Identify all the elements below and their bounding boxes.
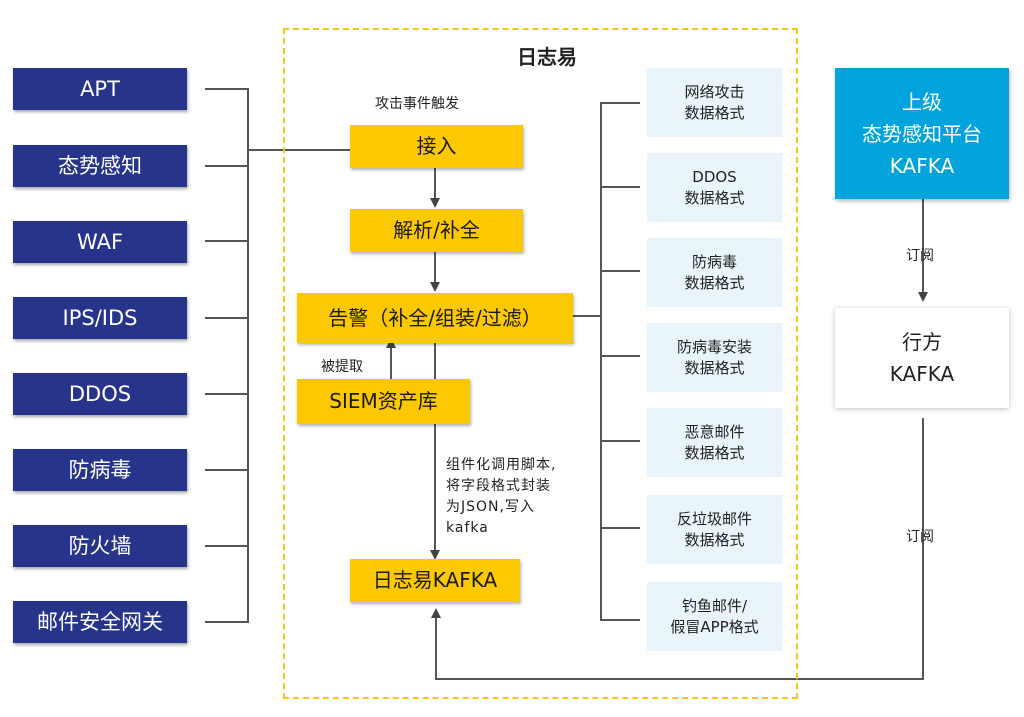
format-ddos: DDOS 数据格式 <box>647 153 782 222</box>
source-ddos: DDOS <box>13 373 187 415</box>
upper-platform-kafka-box: 上级 态势感知平台 KAFKA <box>835 68 1009 199</box>
source-mail-gateway: 邮件安全网关 <box>13 601 187 643</box>
format-phishing-mail: 钓鱼邮件/ 假冒APP格式 <box>647 582 782 651</box>
industry-kafka-box: 行方 KAFKA <box>835 308 1009 408</box>
ingest-box: 接入 <box>350 125 523 168</box>
format-malicious-mail: 恶意邮件 数据格式 <box>647 408 782 477</box>
format-antivirus: 防病毒 数据格式 <box>647 238 782 307</box>
source-situation-awareness: 态势感知 <box>13 145 187 187</box>
subscribe-label-1: 订阅 <box>906 248 934 264</box>
parse-box: 解析/补全 <box>350 209 523 252</box>
source-waf: WAF <box>13 221 187 263</box>
source-firewall: 防火墙 <box>13 525 187 567</box>
industry-to-output-line <box>431 418 924 680</box>
extract-label: 被提取 <box>321 359 363 375</box>
source-ips-ids: IPS/IDS <box>13 297 187 339</box>
trigger-label: 攻击事件触发 <box>375 96 459 112</box>
source-bracket <box>205 88 249 623</box>
script-note: 组件化调用脚本, 将字段格式封装 为JSON,写入 kafka <box>446 457 557 536</box>
source-antivirus: 防病毒 <box>13 449 187 491</box>
subscribe-label-2: 订阅 <box>906 529 934 545</box>
format-antivirus-install: 防病毒安装 数据格式 <box>647 323 782 392</box>
format-anti-spam-mail: 反垃圾邮件 数据格式 <box>647 495 782 564</box>
format-bracket <box>600 102 640 621</box>
output-kafka-box: 日志易KAFKA <box>350 559 520 602</box>
asset-db-box: SIEM资产库 <box>297 379 470 424</box>
format-network-attack: 网络攻击 数据格式 <box>647 68 782 137</box>
rizhiyi-container <box>283 28 798 699</box>
container-title: 日志易 <box>517 45 577 69</box>
alert-box: 告警（补全/组装/过滤） <box>297 293 573 343</box>
source-apt: APT <box>13 68 187 110</box>
